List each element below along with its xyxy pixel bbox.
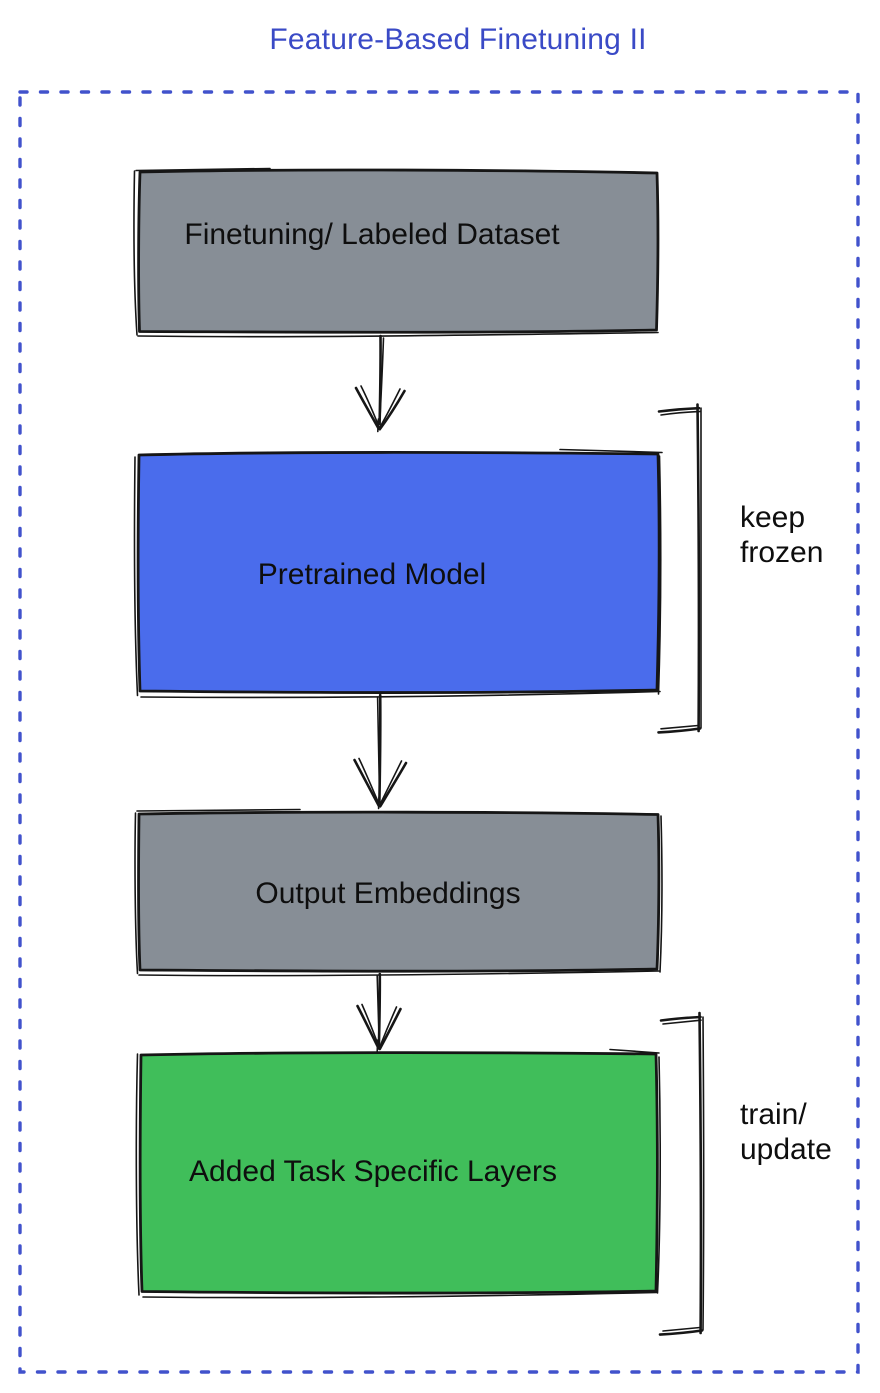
arrow-head	[354, 386, 380, 430]
box-sketch-accent	[656, 1056, 661, 1294]
bracket-tick-bottom	[657, 727, 702, 734]
arrow-embeddings-to-layers	[356, 972, 402, 1053]
box-sketch-accent	[142, 1291, 658, 1299]
arrow-head	[378, 1006, 398, 1049]
box-sketch-accent	[140, 690, 661, 699]
box-sketch-accent	[138, 970, 660, 977]
box-outline	[138, 1051, 659, 1295]
arrow-shaft-double	[376, 696, 381, 801]
annotation-line: frozen	[740, 536, 824, 569]
arrow-pretrained-to-embeddings	[353, 693, 408, 810]
arrow-head	[356, 1004, 380, 1050]
node-added-task-specific-layers	[135, 1048, 661, 1299]
node-output-embeddings	[134, 808, 663, 977]
bracket-tick-bottom-double	[662, 1326, 701, 1332]
box-sketch-accent	[135, 1053, 140, 1296]
annotation-line: update	[740, 1133, 832, 1166]
arrow-head	[378, 761, 408, 808]
arrow-head	[378, 388, 401, 430]
arrow-head	[361, 1003, 380, 1049]
node-label-pretrained-model: Pretrained Model	[257, 558, 487, 591]
bracket-train-update	[658, 1011, 705, 1336]
arrow-head	[378, 760, 403, 806]
bracket-tick-top-double	[660, 410, 702, 416]
bracket-tick-top-double	[662, 1019, 702, 1025]
node-label-output-embeddings: Output Embeddings	[255, 877, 521, 910]
node-pretrained-model	[133, 448, 663, 699]
arrow-head	[378, 1007, 402, 1051]
box-sketch-accent	[133, 456, 139, 697]
box-outline	[137, 810, 661, 973]
arrow-head	[358, 757, 381, 806]
box-outline	[137, 168, 660, 334]
arrow-shaft-double	[376, 975, 380, 1045]
bracket-tick-bottom	[658, 1329, 704, 1336]
arrow-head	[378, 389, 406, 431]
box-sketch-accent	[134, 812, 139, 975]
annotation-line: train/	[740, 1098, 807, 1131]
arrow-tip	[377, 418, 380, 433]
annotation-train-update: train/ update	[740, 1097, 832, 1167]
node-finetuning-dataset	[133, 167, 660, 338]
bracket-stem	[696, 403, 701, 733]
arrow-head	[353, 758, 381, 808]
diagram-title: Feature-Based Finetuning II	[269, 23, 647, 56]
bracket-keep-frozen	[657, 403, 703, 734]
annotation-line: keep	[740, 501, 806, 534]
node-label-added-task-specific-layers: Added Task Specific Layers	[189, 1155, 557, 1188]
box-outline	[136, 451, 661, 694]
box-sketch-accent	[135, 167, 271, 172]
bracket-stem	[698, 1011, 703, 1335]
arrow-shaft-double	[379, 337, 385, 423]
bracket-tick-top	[657, 406, 701, 413]
arrow-head	[360, 385, 381, 429]
bracket-stem-double	[700, 407, 703, 729]
box-sketch-accent	[659, 815, 663, 973]
annotation-keep-frozen: keep frozen	[740, 500, 823, 570]
node-label-finetuning-dataset: Finetuning/ Labeled Dataset	[184, 218, 560, 251]
bracket-tick-bottom-double	[660, 724, 699, 730]
bracket-stem-double	[702, 1016, 705, 1331]
box-sketch-accent	[609, 1048, 660, 1054]
dotted-frame	[18, 90, 860, 1374]
box-sketch-accent	[559, 448, 663, 454]
box-sketch-accent	[136, 808, 301, 812]
box-sketch-accent	[657, 455, 662, 695]
box-sketch-accent	[133, 170, 138, 336]
arrow-dataset-to-pretrained	[354, 334, 406, 433]
bracket-tick-top	[659, 1015, 702, 1022]
box-sketch-accent	[137, 331, 659, 338]
